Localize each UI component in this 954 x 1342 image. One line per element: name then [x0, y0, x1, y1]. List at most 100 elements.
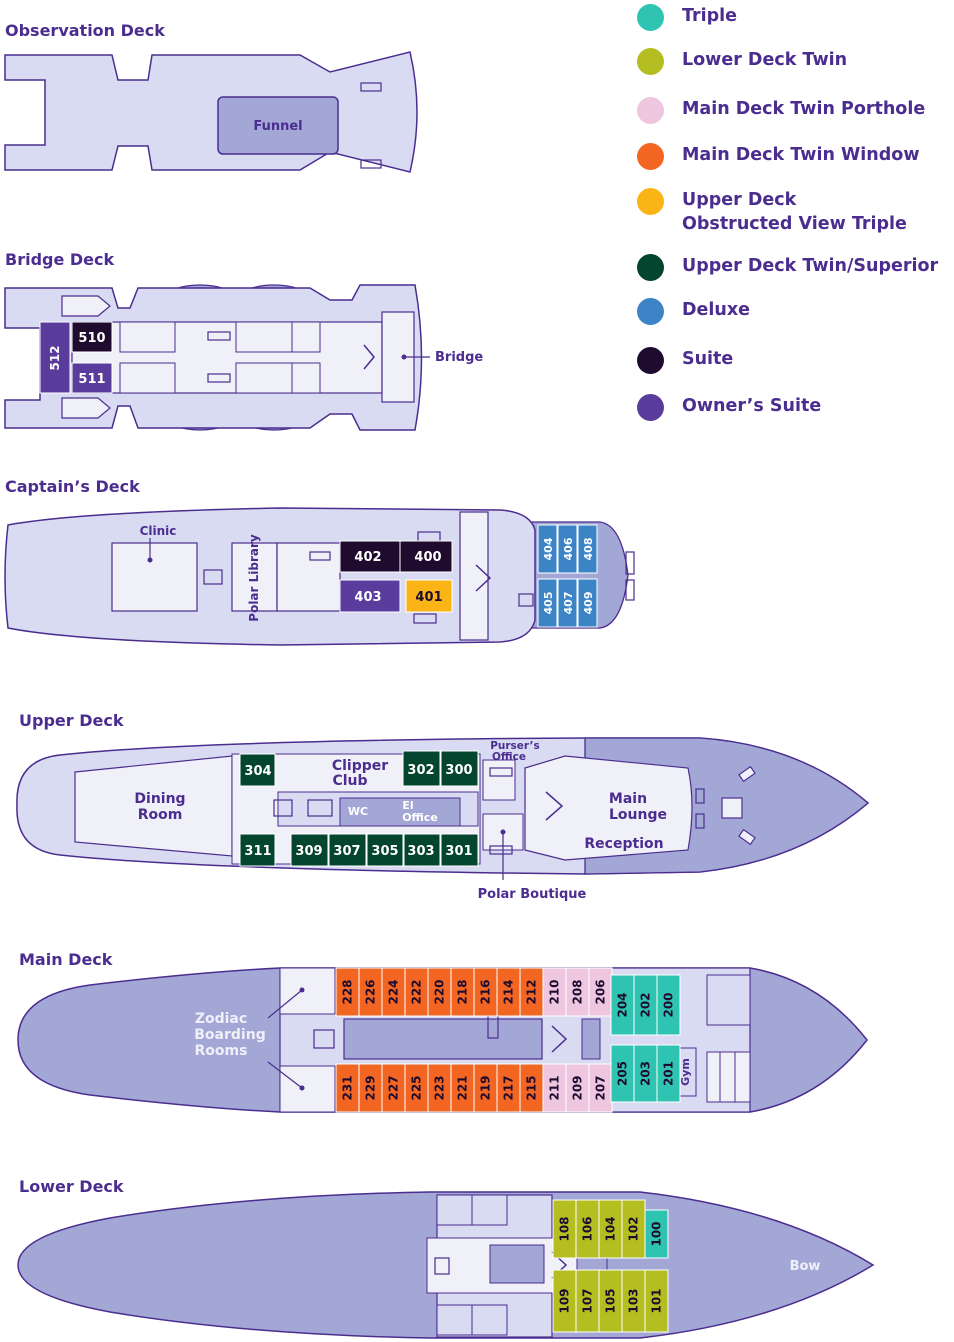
cabin — [644, 1209, 669, 1259]
cabin-number: 406 — [562, 537, 575, 560]
room — [471, 1194, 508, 1226]
tender-boat — [61, 295, 111, 317]
cabin — [644, 1269, 669, 1333]
observation-deck: Funnel — [4, 51, 418, 173]
funnel-label: Funnel — [253, 119, 302, 134]
zodiac-leader — [267, 1061, 303, 1089]
cabin-number: 103 — [627, 1288, 641, 1313]
cabin-number: 303 — [407, 844, 434, 859]
room — [471, 1304, 508, 1336]
stairway-fan-icon — [551, 1025, 568, 1053]
cabin — [403, 833, 441, 867]
legend-swatch — [637, 254, 664, 281]
cabin-number: 202 — [639, 992, 653, 1017]
cabin — [339, 579, 401, 613]
main-lounge — [524, 755, 693, 861]
cabin-number: 510 — [78, 331, 105, 346]
legend-label: Main Deck Twin Window — [682, 145, 920, 165]
legend-label: Upper Deck Twin/Superior — [682, 256, 939, 276]
clinic-label: Clinic — [140, 524, 177, 538]
legend-swatch — [637, 143, 664, 170]
boutique-marker — [500, 829, 506, 835]
lower-deck-title: Lower Deck — [19, 1177, 124, 1196]
bridge-deck: Bridge 512 510 511 — [4, 284, 483, 431]
cabin — [656, 974, 681, 1036]
pursers-office — [482, 759, 516, 801]
cabin — [557, 578, 578, 628]
room — [235, 321, 293, 353]
room — [706, 1051, 751, 1103]
cabin-number: 405 — [542, 592, 555, 615]
cabin-number: 210 — [548, 979, 562, 1004]
stairs-icon — [313, 1029, 335, 1049]
wc-label: WC — [348, 805, 368, 818]
pursers-office-label-text: Purser’s — [490, 740, 540, 752]
cabin — [557, 524, 578, 574]
cabin — [440, 833, 479, 867]
room — [459, 511, 489, 641]
clipper-club-label-text: Club — [332, 773, 367, 789]
legend-item: Main Deck Twin Window — [637, 143, 919, 170]
cabin-number: 407 — [562, 592, 575, 615]
el-office — [339, 797, 461, 827]
hatch — [721, 797, 743, 819]
observation-deck-title: Observation Deck — [5, 21, 165, 40]
cabin-number: 301 — [445, 844, 472, 859]
stairs-icon — [518, 593, 534, 607]
room — [706, 974, 751, 1026]
hatch — [738, 765, 756, 783]
cabin-number: 206 — [594, 979, 608, 1004]
pursers-office-label-text: Office — [492, 751, 526, 763]
cabin — [577, 524, 598, 574]
cabin-number: 304 — [244, 764, 271, 779]
zodiac-room — [279, 1065, 336, 1113]
stairs-icon — [413, 613, 437, 624]
stairs-icon — [489, 845, 513, 855]
cabin-number: 208 — [571, 979, 585, 1004]
bridge-label: Bridge — [435, 350, 483, 365]
cabin-number: 512 — [48, 345, 62, 370]
cabin-number: 403 — [354, 590, 381, 605]
stairs-icon — [207, 331, 231, 341]
clinic — [111, 542, 198, 612]
cabin-number: 101 — [650, 1288, 664, 1313]
stairs-icon — [434, 1257, 450, 1275]
stairs-icon — [625, 551, 635, 575]
cabin-number: 109 — [558, 1288, 572, 1313]
stairway-fan-icon — [475, 564, 492, 592]
cabin-number: 311 — [244, 844, 271, 859]
el-office-label-text: Office — [402, 811, 438, 824]
cabin-number: 216 — [479, 979, 493, 1004]
legend-label: Suite — [682, 349, 734, 369]
stairs-icon — [203, 569, 223, 585]
stairs-icon — [207, 373, 231, 383]
el-office-label-text: El — [402, 799, 413, 812]
room — [235, 362, 293, 394]
main-lounge-label-text: Main — [609, 791, 647, 807]
tender-boat — [61, 397, 111, 419]
captains-deck-title: Captain’s Deck — [5, 477, 140, 496]
cabin-number: 305 — [371, 844, 398, 859]
observation-deck-hull — [4, 51, 418, 173]
cabin-number: 302 — [407, 763, 434, 778]
legend-item: Owner’s Suite — [637, 394, 821, 421]
cabin-number: 409 — [582, 592, 595, 615]
cabin-number: 231 — [341, 1075, 355, 1100]
legend-item: Lower Deck Twin — [637, 48, 847, 75]
legend-label: Deluxe — [682, 300, 751, 320]
reception-label: Reception — [584, 836, 663, 852]
cabin-number: 219 — [479, 1075, 493, 1100]
cabin-number: 200 — [662, 992, 676, 1017]
stairs-icon — [695, 788, 705, 804]
stairs-icon — [309, 551, 331, 561]
cabin — [656, 1044, 681, 1103]
cabin-number: 225 — [410, 1075, 424, 1100]
cabin — [577, 578, 598, 628]
stairs-icon — [489, 767, 513, 777]
clipper-club-label-text: Clipper — [332, 758, 388, 774]
